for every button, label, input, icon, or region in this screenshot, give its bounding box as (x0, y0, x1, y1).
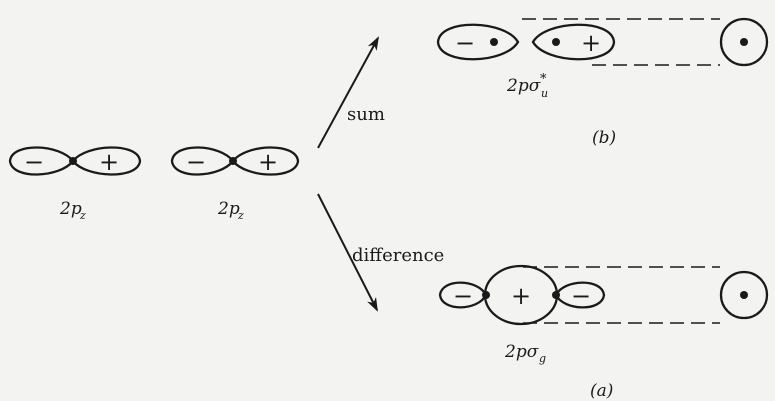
plus-sign-center: + (511, 282, 531, 310)
bonding-orbital: − + − (440, 266, 767, 324)
plus-sign: + (99, 148, 119, 176)
orbital-label: 2pσ (504, 342, 539, 362)
nucleus-dot (69, 157, 77, 165)
minus-sign: − (24, 148, 44, 176)
orbital-label-superscript: * (540, 72, 547, 87)
sum-label: sum (347, 104, 385, 125)
orbital-label-subscript: g (539, 352, 546, 365)
difference-label: difference (352, 245, 444, 266)
left-pz-label-1: 2p z (59, 199, 86, 222)
orbital-label-subscript: u (541, 87, 548, 100)
minus-sign-right: − (571, 282, 591, 310)
nucleus-dot-right (552, 38, 560, 46)
left-lobe (438, 25, 518, 60)
left-pz-orbital-1: − + (10, 147, 140, 176)
nucleus-dot-left (490, 38, 498, 46)
minus-sign-left: − (453, 282, 473, 310)
plus-sign: + (581, 29, 601, 57)
minus-sign: − (186, 148, 206, 176)
orbital-label: 2pσ (506, 76, 541, 96)
orbital-label: 2p (59, 199, 82, 219)
panel-label-b: (b) (592, 128, 616, 148)
bonding-label: 2pσ g (504, 342, 546, 365)
left-pz-label-2: 2p z (217, 199, 244, 222)
sum-arrow (318, 38, 378, 148)
orbital-label-subscript: z (237, 209, 244, 222)
orbital-label: 2p (217, 199, 240, 219)
antibonding-label: 2pσ * u (506, 72, 548, 100)
plus-sign: + (258, 148, 278, 176)
panel-label-a: (a) (590, 381, 613, 401)
nucleus-dot-right (552, 291, 560, 299)
end-view-dot (740, 38, 748, 46)
orbital-label-subscript: z (79, 209, 86, 222)
end-view-dot (740, 291, 748, 299)
right-lobe (533, 25, 614, 60)
antibonding-orbital: − + (438, 19, 767, 65)
left-pz-orbital-2: − + (172, 147, 298, 176)
nucleus-dot (229, 157, 237, 165)
nucleus-dot-left (482, 291, 490, 299)
minus-sign: − (455, 29, 475, 57)
